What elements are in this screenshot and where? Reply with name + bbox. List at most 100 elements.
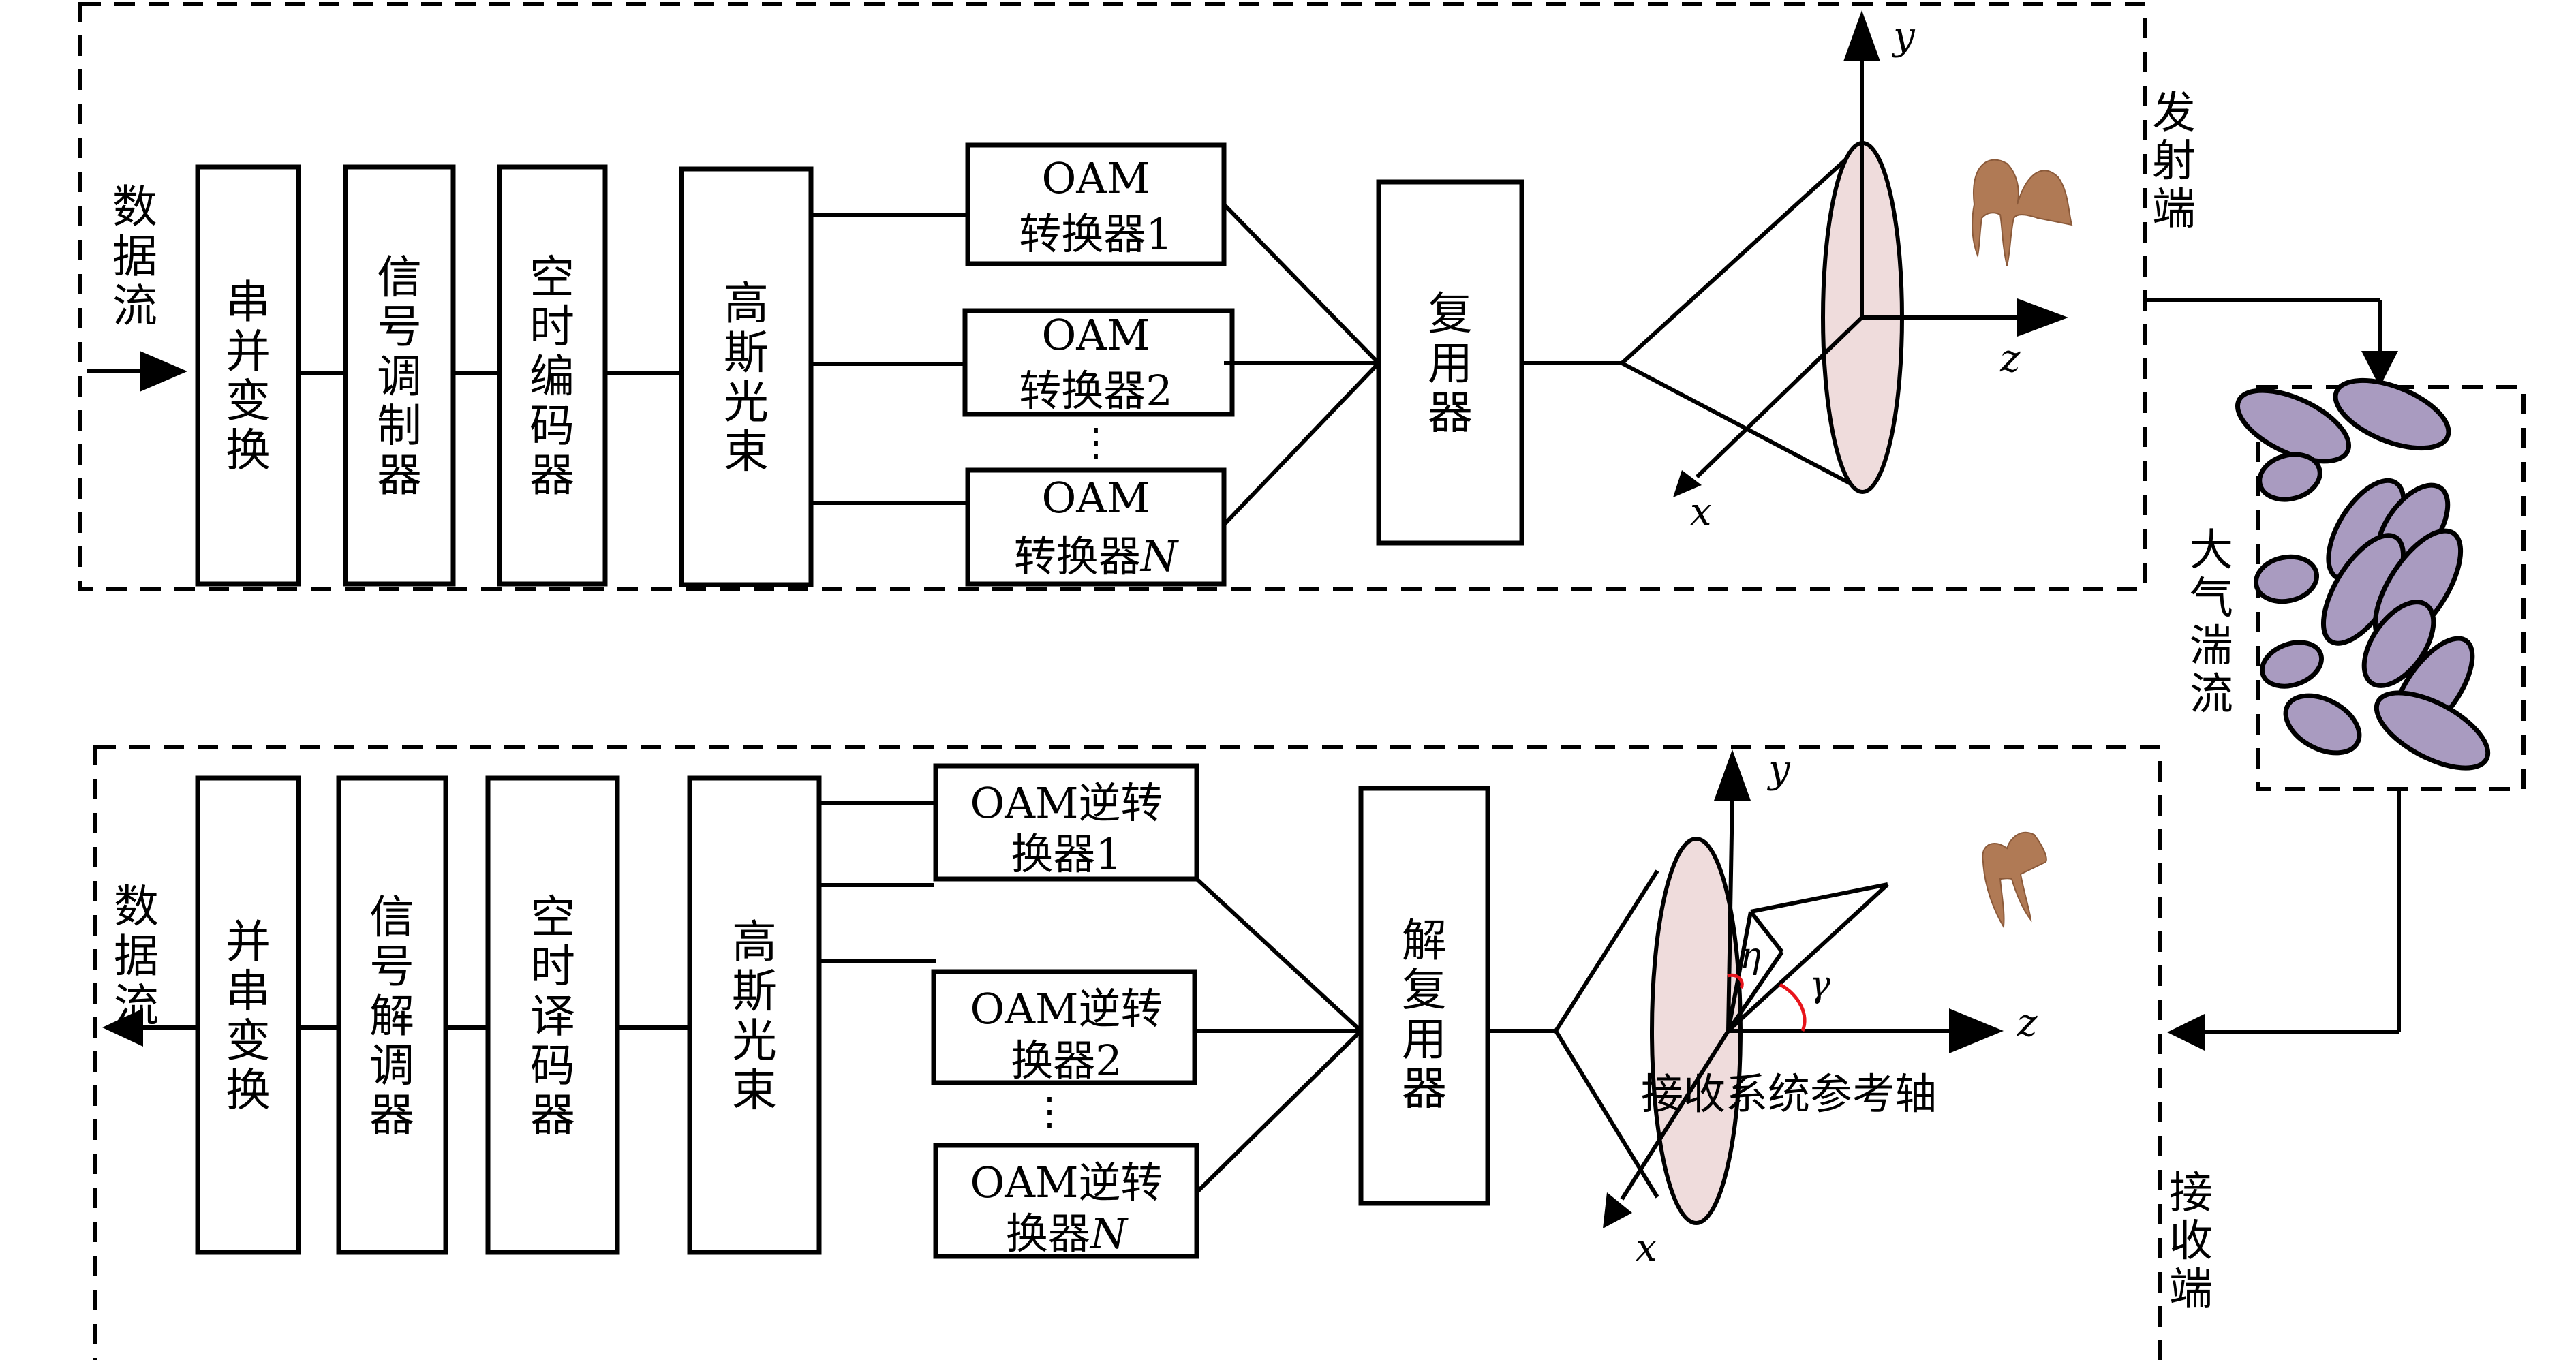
tx-section-label-char: 射 xyxy=(2152,136,2196,187)
turbulence-particle xyxy=(2259,640,2325,689)
tx-block-serial-parallel-char: 串 xyxy=(226,276,271,328)
tx-y-arrowhead xyxy=(1843,10,1880,61)
turbulence-particle xyxy=(2253,554,2320,604)
tx-axis-x-label: x xyxy=(1690,490,1712,534)
oam-inverse-converter-n-line1: OAM逆转 xyxy=(970,1158,1163,1207)
tx-beam-cone xyxy=(1620,141,1866,493)
tx-block-st-encoder-char: 时 xyxy=(530,300,574,353)
channel-to-rx-connector xyxy=(2167,789,2401,1051)
oam-converter-n-line2: 转换器N xyxy=(1014,531,1180,581)
tx-block-gaussian-beam-char: 束 xyxy=(724,426,769,478)
rx-axis-z-label: z xyxy=(2017,1001,2038,1045)
tx-x-arrowhead xyxy=(1673,470,1702,497)
tx-block-st-encoder-char: 器 xyxy=(530,449,574,501)
rx-block-gaussian-beam-char: 斯 xyxy=(732,965,777,1017)
rx-block-parallel-serial-char: 串 xyxy=(226,965,271,1017)
rx-merge-1 xyxy=(1195,877,1363,1033)
tx-input-label-char: 数 xyxy=(112,181,157,233)
turbulence-particle xyxy=(2361,600,2436,688)
multiplexer-block-char: 复 xyxy=(1428,288,1473,340)
tx-block-st-encoder-char: 码 xyxy=(530,399,574,452)
rx-block-demodulator-char: 调 xyxy=(369,1039,414,1092)
oam-converter-2: OAM 转换器2 xyxy=(962,308,1235,417)
rx-block-gaussian-beam-char: 光 xyxy=(732,1015,777,1067)
demultiplexer-block-char: 复 xyxy=(1402,963,1447,1016)
demultiplexer-block-char: 器 xyxy=(1402,1063,1447,1115)
oam-inverse-converter-2: OAM逆转 换器2 xyxy=(931,969,1197,1085)
tx-block-st-encoder-char: 编 xyxy=(530,350,574,403)
turbulence-particle xyxy=(2374,690,2491,771)
rx-section-label: 接收端 xyxy=(2169,1169,2213,1315)
oam-inverse-converter-2-line2: 换器2 xyxy=(1011,1036,1122,1085)
oam-converter-1-line2: 转换器1 xyxy=(1019,209,1172,259)
tx-input-label-char: 据 xyxy=(112,230,157,283)
rx-y-arrowhead xyxy=(1714,749,1751,801)
rx-output-label-char: 流 xyxy=(114,979,159,1032)
rx-oam-beam-pattern-icon xyxy=(1982,831,2047,929)
tx-block-gaussian-beam-char: 高 xyxy=(724,277,769,330)
multiplexer-block-char: 用 xyxy=(1428,337,1473,390)
turbulence-particles xyxy=(2235,377,2491,771)
rx-block-gaussian-beam-char: 束 xyxy=(732,1064,777,1117)
rx-output-label-char: 据 xyxy=(114,930,159,983)
oam-inverse-converter-1-line2: 换器1 xyxy=(1011,829,1122,879)
oam-inverse-converter-n-line2: 换器N xyxy=(1006,1209,1129,1258)
tx-axes xyxy=(1673,10,2068,497)
tx-block-gaussian-beam-char: 光 xyxy=(724,376,769,429)
oam-inverse-converter-2-line1: OAM逆转 xyxy=(970,984,1163,1034)
tx-axis-y-label: y xyxy=(1891,14,1916,59)
eta-angle-arc xyxy=(1727,973,1744,989)
tx-block-gaussian-beam-char: 斯 xyxy=(724,326,769,379)
rx-merge-n xyxy=(1195,1029,1363,1194)
rx-axis-y-label: y xyxy=(1766,747,1791,792)
rx-block-st-decoder-char: 时 xyxy=(530,940,575,993)
oam-inverse-converter-1-line1: OAM逆转 xyxy=(970,778,1163,828)
gamma-angle-arc xyxy=(1779,983,1807,1032)
rx-ellipsis: ⋮ xyxy=(1030,1089,1069,1134)
tx-axis-z-label: z xyxy=(1999,337,2021,381)
turbulence-particle xyxy=(2283,693,2362,756)
oam-converter-1-line1: OAM xyxy=(1041,153,1150,203)
multiplexer-block-char: 器 xyxy=(1428,386,1473,439)
reference-axis-label: 接收系统参考轴 xyxy=(1641,1069,1937,1119)
turbulence-label-char: 流 xyxy=(2190,670,2233,720)
tx-ellipsis: ⋮ xyxy=(1077,420,1115,465)
rx-block-demodulator-char: 信 xyxy=(369,891,414,944)
output-arrow xyxy=(102,1008,196,1047)
tx-input-label-char: 流 xyxy=(112,279,157,332)
gamma-label: γ xyxy=(1809,964,1831,1005)
tx-oam-beam-pattern-icon xyxy=(1972,159,2073,266)
tx-block-modulator-char: 信 xyxy=(377,251,422,304)
turbulence-particle xyxy=(2333,377,2451,451)
turbulence-particle xyxy=(2257,452,2322,502)
rx-block-parallel-serial-char: 并 xyxy=(226,916,271,968)
oam-converter-2-line2: 转换器2 xyxy=(1019,366,1172,416)
rx-block-demodulator-char: 号 xyxy=(369,940,414,993)
demultiplexer-block-char: 用 xyxy=(1402,1013,1447,1066)
tx-section-label: 发射端 xyxy=(2152,89,2196,235)
tx-section-label-char: 端 xyxy=(2152,184,2196,234)
demultiplexer-block-char: 解 xyxy=(1402,914,1447,967)
rx-beam-cone xyxy=(1554,869,1659,1199)
turbulence-particle xyxy=(2235,388,2352,464)
tx-section-label-char: 发 xyxy=(2152,89,2196,139)
oam-converter-n-line1: OAM xyxy=(1041,473,1150,523)
tx-block-modulator-char: 制 xyxy=(377,399,422,452)
tx-block-modulator-char: 调 xyxy=(377,350,422,403)
rx-block-demodulator-char: 器 xyxy=(369,1089,414,1141)
tx-input-label-vertical: 数据流 xyxy=(112,181,157,332)
rx-section-label-char: 收 xyxy=(2169,1216,2213,1267)
multiplexer-block-label: 复用器 xyxy=(1428,288,1473,439)
oam-converter-2-line1: OAM xyxy=(1041,310,1150,360)
